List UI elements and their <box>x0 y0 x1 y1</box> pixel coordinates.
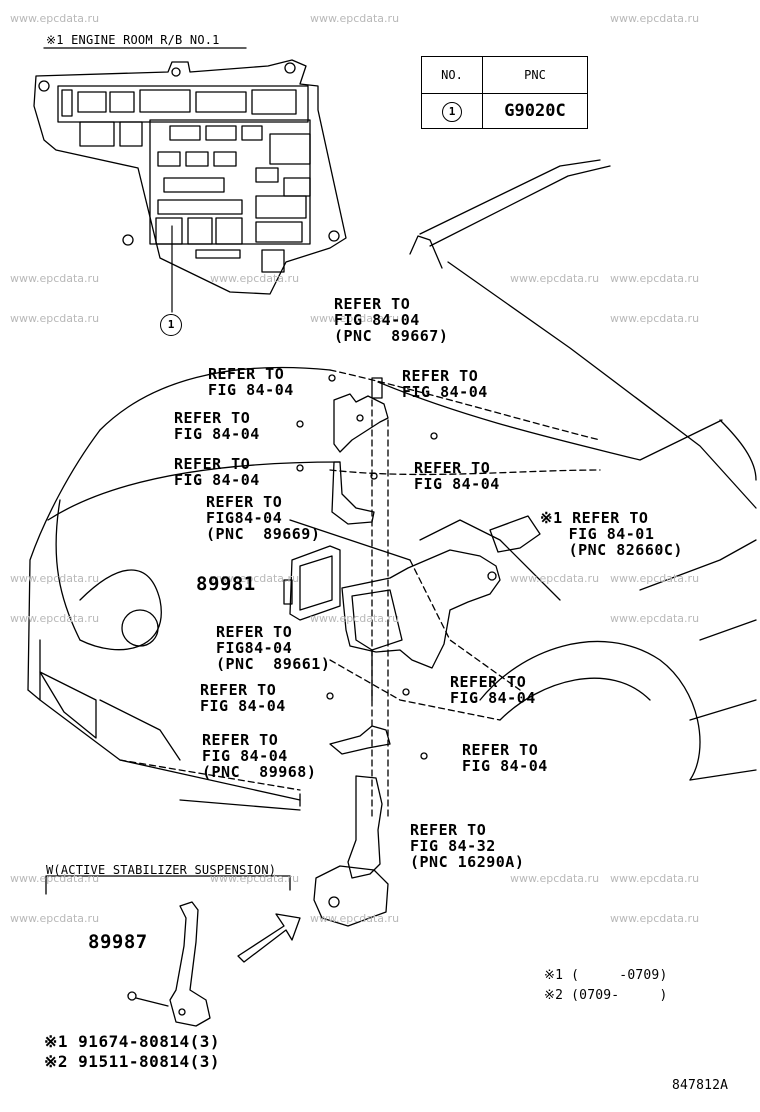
upper-bracket-drawing <box>296 374 438 453</box>
refer-label[interactable]: REFER TO FIG84-04 (PNC 89661) <box>216 623 331 673</box>
bolt-part-2[interactable]: ※2 91511-80814(3) <box>44 1052 221 1071</box>
watermark: www.epcdata.ru <box>10 872 100 885</box>
table-header-no: NO. <box>421 56 483 94</box>
inset2-title: W(ACTIVE STABILIZER SUSPENSION) <box>46 863 277 877</box>
watermark: www.epcdata.ru <box>310 312 400 325</box>
inset-title: ※1 ENGINE ROOM R/B NO.1 <box>46 33 220 47</box>
watermark: www.epcdata.ru <box>610 612 700 625</box>
watermark: www.epcdata.ru <box>310 12 400 25</box>
watermark: www.epcdata.ru <box>10 272 100 285</box>
pnc-table: NO. PNC 1 G9020C <box>421 56 588 129</box>
watermark: www.epcdata.ru <box>310 612 400 625</box>
watermark: www.epcdata.ru <box>610 872 700 885</box>
watermark: www.epcdata.ru <box>610 312 700 325</box>
watermark: www.epcdata.ru <box>10 912 100 925</box>
watermark: www.epcdata.ru <box>210 272 300 285</box>
refer-label[interactable]: REFER TO FIG 84-04 <box>402 367 488 401</box>
watermark: www.epcdata.ru <box>210 872 300 885</box>
callout-1: 1 <box>160 313 182 336</box>
callout-circle: 1 <box>442 102 462 122</box>
car-body-outline <box>27 159 757 811</box>
watermark: www.epcdata.ru <box>510 272 600 285</box>
watermark: www.epcdata.ru <box>610 572 700 585</box>
watermark: www.epcdata.ru <box>610 272 700 285</box>
watermark: www.epcdata.ru <box>510 572 600 585</box>
table-header-pnc: PNC <box>482 56 588 94</box>
refer-label[interactable]: REFER TO FIG 84-04 <box>450 673 536 707</box>
ecu-module-drawing <box>283 545 341 621</box>
figure-id: 847812A <box>672 1078 729 1093</box>
middle-bracket-drawing <box>296 461 378 525</box>
watermark: www.epcdata.ru <box>610 912 700 925</box>
watermark: www.epcdata.ru <box>10 312 100 325</box>
watermark: www.epcdata.ru <box>510 872 600 885</box>
watermark: www.epcdata.ru <box>10 612 100 625</box>
refer-label[interactable]: REFER TO FIG 84-04 <box>174 409 260 443</box>
note-2: ※2 (0709- ) <box>544 988 668 1003</box>
stabilizer-bracket-drawing <box>127 901 211 1027</box>
main-panel-drawing <box>341 515 541 701</box>
part-number-89981[interactable]: 89981 <box>196 573 256 595</box>
note-1: ※1 ( -0709) <box>544 968 668 983</box>
refer-label[interactable]: REFER TO FIG84-04 (PNC 89669) <box>206 493 321 543</box>
refer-label[interactable]: REFER TO FIG 84-04 (PNC 89968) <box>202 731 317 781</box>
refer-label[interactable]: REFER TO FIG 84-04 <box>414 459 500 493</box>
watermark: www.epcdata.ru <box>10 572 100 585</box>
actuator-sensor-drawing <box>313 775 389 927</box>
refer-label[interactable]: REFER TO FIG 84-32 (PNC 16290A) <box>410 821 525 871</box>
refer-label[interactable]: REFER TO FIG 84-04 (PNC 89667) <box>334 295 449 345</box>
lower-bracket-drawing <box>326 688 428 760</box>
watermark: www.epcdata.ru <box>210 572 300 585</box>
refer-label[interactable]: REFER TO FIG 84-04 <box>200 681 286 715</box>
refer-label[interactable]: REFER TO FIG 84-04 <box>462 741 548 775</box>
inset2-bracket-line <box>45 875 291 895</box>
refer-label[interactable]: ※1 REFER TO FIG 84-01 (PNC 82660C) <box>540 509 683 559</box>
bolt-part-1[interactable]: ※1 91674-80814(3) <box>44 1032 221 1051</box>
watermark: www.epcdata.ru <box>310 912 400 925</box>
refer-label[interactable]: REFER TO FIG 84-04 <box>208 365 294 399</box>
dashed-body-lines <box>119 369 601 821</box>
watermark: www.epcdata.ru <box>10 12 100 25</box>
table-cell-no: 1 <box>421 93 483 129</box>
part-number-89987[interactable]: 89987 <box>88 931 148 953</box>
relay-block-drawing <box>33 59 347 295</box>
table-cell-pnc: G9020C <box>482 93 588 129</box>
refer-label[interactable]: REFER TO FIG 84-04 <box>174 455 260 489</box>
watermark: www.epcdata.ru <box>610 12 700 25</box>
direction-arrow-icon <box>237 913 301 963</box>
